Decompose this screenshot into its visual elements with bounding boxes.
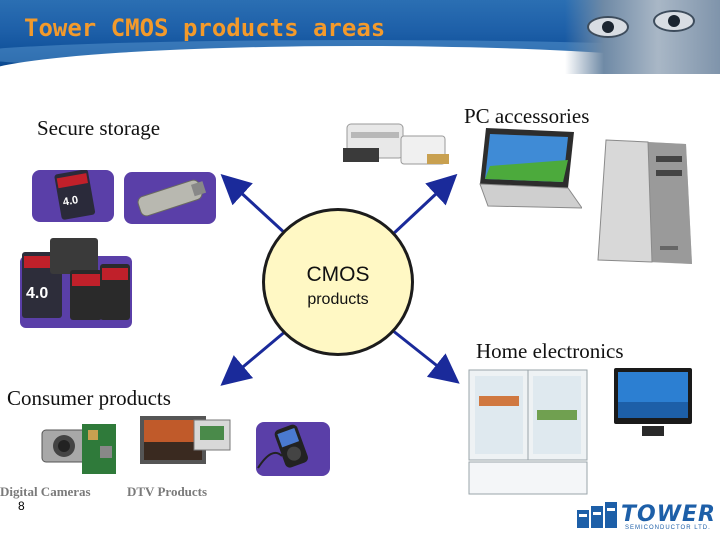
tower-logo: TOWER SEMICONDUCTOR LTD. xyxy=(575,498,715,534)
laptop-image xyxy=(479,128,582,209)
header-banner: Tower CMOS products areas xyxy=(0,0,720,78)
sd-card-capacity-b: 4.0 xyxy=(26,285,48,302)
label-consumer-products: Consumer products xyxy=(7,386,171,410)
memory-cards-image: 4.0 xyxy=(20,238,132,328)
eye-right xyxy=(653,10,695,32)
digital-camera-image xyxy=(41,424,116,474)
cmos-subtitle: products xyxy=(307,291,369,308)
dtv-image xyxy=(140,416,231,464)
sd-card-image: 4.0 xyxy=(32,170,114,222)
refrigerator-image xyxy=(468,369,588,495)
label-secure-storage: Secure storage xyxy=(37,116,161,140)
printer-image xyxy=(343,123,449,165)
cmos-title: CMOS xyxy=(306,263,370,286)
arrow-to-consumer-products xyxy=(220,328,288,386)
usb-drive-image xyxy=(124,172,216,224)
cmos-products-circle: CMOS products xyxy=(262,208,414,356)
eye-left xyxy=(587,16,629,38)
tv-image xyxy=(614,368,692,436)
sd-card-capacity-a: 4.0 xyxy=(62,194,79,208)
logo-mark-icon xyxy=(577,502,617,528)
page-number: 8 xyxy=(18,499,25,513)
arrow-to-home-electronics xyxy=(391,328,460,384)
label-pc-accessories: PC accessories xyxy=(464,104,590,128)
caption-digital-cameras: Digital Cameras xyxy=(0,484,91,499)
arrow-to-secure-storage xyxy=(220,173,289,237)
slide-title: Tower CMOS products areas xyxy=(24,14,386,42)
label-home-electronics: Home electronics xyxy=(476,339,624,363)
logo-wordmark: TOWER xyxy=(621,502,716,527)
eyes-image xyxy=(565,0,720,74)
desktop-tower-image xyxy=(597,139,692,264)
arrow-to-pc-accessories xyxy=(390,173,458,237)
media-player-image xyxy=(256,422,330,476)
logo-tagline: SEMICONDUCTOR LTD. xyxy=(625,525,711,531)
caption-dtv-products: DTV Products xyxy=(127,484,208,499)
